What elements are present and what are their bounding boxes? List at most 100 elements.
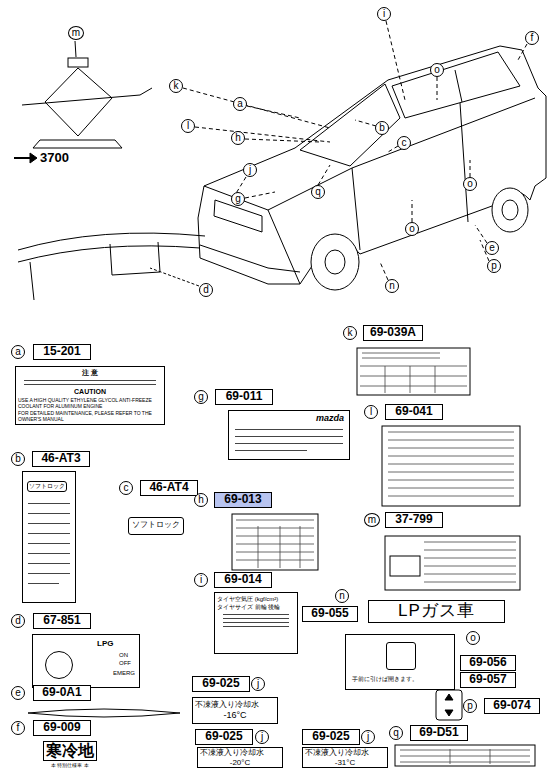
- sticker-text: ソフトロック: [27, 481, 67, 492]
- drawing-stroke: [33, 140, 122, 148]
- drawing-stroke: [325, 250, 345, 274]
- callout-letter-text: p: [464, 700, 476, 712]
- part-number-box: 46-AT4: [140, 480, 198, 496]
- callout-letter: a: [233, 97, 247, 111]
- drawing-stroke: [236, 536, 314, 537]
- drawing-stroke: [388, 448, 514, 449]
- part-number-box: 69-025: [195, 729, 253, 745]
- callout-letter: m: [364, 513, 380, 527]
- drawing-stroke: [385, 536, 520, 590]
- drawing-stroke: [22, 95, 140, 105]
- drawing-stroke: [424, 574, 516, 575]
- part-number: 69-056: [461, 656, 515, 669]
- sticker-text: ON: [119, 652, 137, 658]
- drawing-stroke: [68, 58, 88, 67]
- drawing-stroke: [390, 556, 420, 576]
- drawing-stroke: [435, 366, 436, 393]
- sticker-decoration: [223, 614, 289, 615]
- sticker-decoration: [28, 523, 70, 524]
- callout-letter: q: [311, 185, 325, 199]
- callout-letter-text: g: [232, 193, 244, 205]
- part-number-box: 69-057: [460, 672, 516, 688]
- sticker-decoration: [28, 513, 70, 514]
- sticker-text: 手前に引けば開きます。: [352, 676, 452, 683]
- callout-letter: d: [199, 283, 213, 297]
- callout-letter-text: o: [467, 632, 479, 644]
- callout-letter-text: a: [234, 98, 246, 110]
- drawing-stroke: [388, 480, 514, 481]
- drawing-stroke: [388, 146, 398, 152]
- drawing-stroke: [360, 386, 467, 387]
- callout-letter: e: [11, 686, 25, 700]
- drawing-stroke: [245, 139, 320, 142]
- callout-letter: o: [466, 631, 480, 645]
- callout-letter-text: b: [12, 453, 24, 465]
- drawing-stroke: [362, 358, 440, 359]
- drawing-stroke: [400, 762, 530, 763]
- label-sticker: タイヤ空気圧 (kgf/cm²)タイヤサイズ 前輪 後輪: [214, 592, 298, 654]
- drawing-stroke: [236, 552, 314, 553]
- drawing-stroke: [268, 98, 535, 210]
- drawing-stroke: [388, 456, 514, 457]
- drawing-stroke: [311, 234, 359, 290]
- callout-letter-text: f: [12, 722, 24, 734]
- drawing-stroke: [183, 88, 330, 128]
- drawing-stroke: [360, 376, 467, 377]
- callout-letter-text: b: [376, 122, 388, 134]
- callout-letter-text: l: [365, 406, 377, 418]
- drawing-stroke: [400, 756, 530, 757]
- drawing-stroke: [360, 366, 467, 367]
- drawing-stroke: [385, 366, 386, 393]
- sticker-text: OFF: [119, 660, 137, 666]
- label-sticker: 注 意CAUTIONUSE A HIGH QUALITY ETHYLENE GL…: [15, 366, 165, 425]
- drawing-stroke: [140, 88, 152, 95]
- callout-letter-text: f: [526, 32, 538, 44]
- callout-letter-text: h: [195, 494, 207, 506]
- drawing-stroke: [450, 749, 451, 764]
- sticker-text: FOR DETAILED MAINTENANCE, PLEASE REFER T…: [18, 410, 162, 422]
- part-number: 67-851: [34, 614, 90, 627]
- drawing-stroke: [14, 157, 30, 159]
- sticker-text: タイヤ空気圧 (kgf/cm²): [217, 595, 295, 603]
- part-number: 69-025: [303, 730, 359, 743]
- sticker-text: -31°C: [305, 758, 385, 767]
- part-number-box: 69-039A: [363, 325, 423, 341]
- drawing-stroke: [502, 200, 518, 220]
- drawing-stroke: [410, 366, 411, 393]
- callout-letter-text: o: [406, 223, 418, 235]
- drawing-stroke: [236, 560, 314, 561]
- callout-letter-text: d: [200, 284, 212, 296]
- part-number-box: 69-025: [192, 676, 250, 692]
- part-number: 37-799: [386, 513, 442, 526]
- sticker-text: 注 意: [18, 369, 162, 377]
- callout-letter-text: n: [336, 590, 348, 602]
- callout-letter-text: k: [170, 80, 182, 92]
- pointer-arrow: [14, 153, 37, 163]
- drawing-stroke: [388, 432, 514, 433]
- sticker-decoration: [223, 622, 289, 623]
- drawing-stroke: [75, 41, 76, 57]
- label-sticker: LPGONOFFEMERG: [32, 634, 140, 688]
- callout-letter: j: [255, 730, 269, 744]
- sticker-decoration: [45, 651, 73, 679]
- drawing-stroke: [437, 77, 438, 100]
- drawing-stroke: [236, 544, 314, 545]
- callout-letter-text: i: [195, 574, 207, 586]
- part-number: 69-057: [461, 673, 515, 686]
- part-number-box: 46-AT3: [32, 451, 90, 467]
- callout-letter-text: p: [488, 260, 500, 272]
- part-number-box: 69-056: [460, 655, 516, 671]
- sticker-text: 不凍液入り冷却水: [305, 748, 385, 758]
- part-number-box: 69-011: [215, 389, 273, 405]
- callout-letter-text: m: [69, 27, 83, 39]
- sticker-decoration: [235, 436, 343, 437]
- part-number-box: 67-851: [33, 613, 91, 629]
- sticker-decoration: [235, 443, 343, 444]
- part-number-box: 69-013: [214, 492, 272, 508]
- part-number-box: 69-074: [484, 698, 540, 714]
- sticker-text: EMERG: [113, 670, 137, 676]
- callout-letter: p: [463, 699, 477, 713]
- callout-letter: q: [389, 726, 403, 740]
- part-number: 69-041: [386, 405, 442, 418]
- drawing-stroke: [386, 21, 405, 100]
